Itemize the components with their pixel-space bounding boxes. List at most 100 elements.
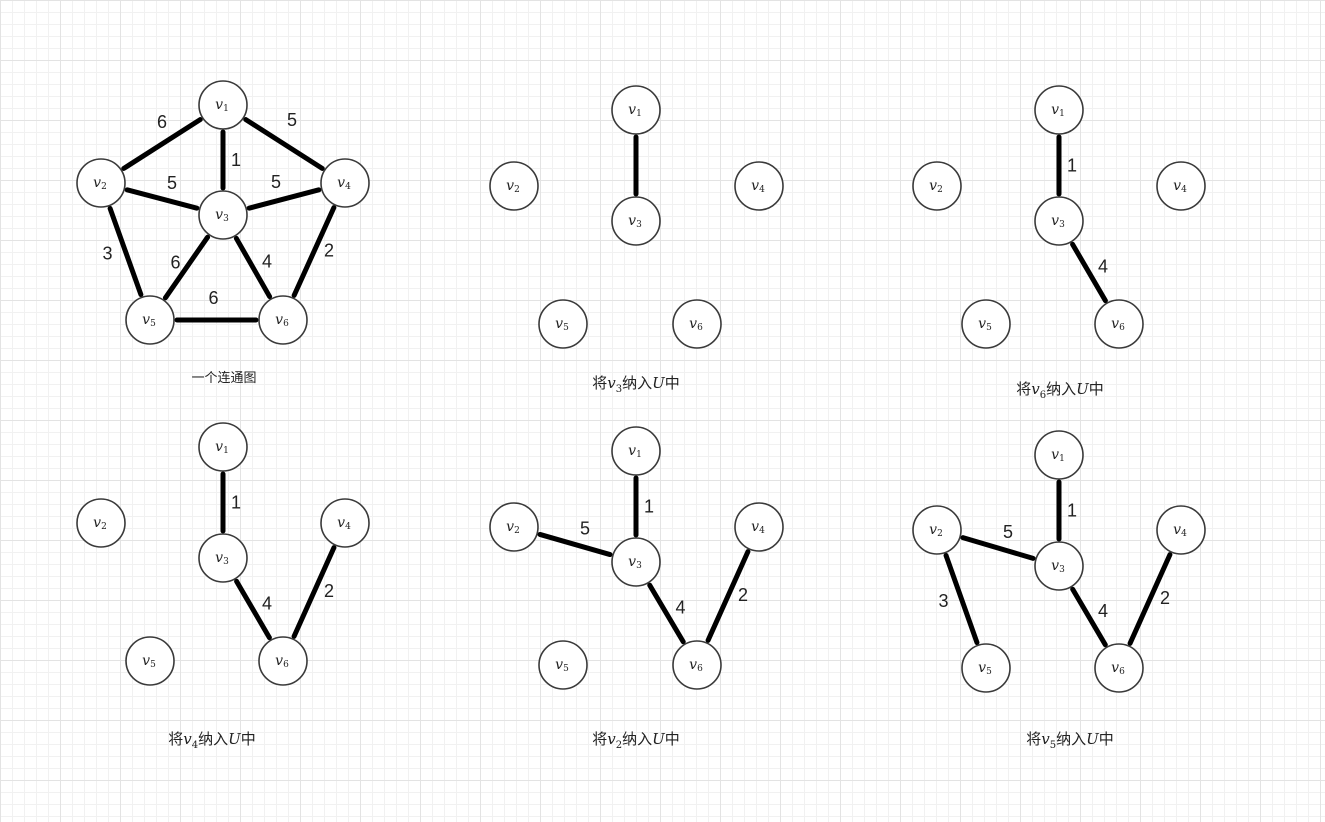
vertex-circle (198, 422, 248, 472)
caption-mid: 纳入 (1056, 730, 1087, 748)
vertex-v2: v2 (912, 505, 962, 555)
vertex-label: v4 (337, 515, 351, 532)
caption-suffix: 中 (1088, 380, 1104, 398)
edge-v1-v2 (121, 117, 203, 171)
vertex-circle (198, 533, 248, 583)
vertex-circle (734, 161, 784, 211)
vertex-v6: v6 (672, 640, 722, 690)
edge-weight-label: 5 (167, 173, 177, 193)
vertex-circle (76, 498, 126, 548)
edge-weight-label: 2 (324, 241, 334, 261)
edge-weight-label: 3 (938, 591, 948, 611)
caption-prefix: 将 (1016, 380, 1032, 398)
vertex-v5: v5 (125, 295, 175, 345)
caption-mid: 纳入 (622, 730, 653, 748)
edge-v3-v6 (1070, 586, 1108, 648)
caption-vertex: v5 (1041, 730, 1057, 751)
vertex-circle (1034, 196, 1084, 246)
vertex-label: v2 (929, 522, 943, 539)
vertex-circle (320, 498, 370, 548)
vertex-v3: v3 (1034, 541, 1084, 591)
vertex-label: v5 (978, 660, 992, 677)
vertex-label: v6 (275, 312, 289, 329)
edge-weight-label: 4 (1098, 257, 1108, 277)
vertex-v5: v5 (961, 299, 1011, 349)
edge-v4-v6 (1127, 552, 1173, 646)
edge-weight-label: 4 (1098, 601, 1108, 621)
edge-v3-v4 (246, 187, 322, 211)
caption-text: 一个连通图 (191, 371, 257, 386)
vertex-label: v4 (751, 178, 765, 195)
caption-suffix: 中 (1098, 730, 1114, 748)
vertex-v2: v2 (912, 161, 962, 211)
vertex-label: v4 (337, 175, 351, 192)
vertex-label: v2 (506, 519, 520, 536)
edge-v2-v3 (537, 531, 613, 558)
vertex-label: v3 (215, 207, 229, 224)
vertex-v3: v3 (1034, 196, 1084, 246)
vertex-v2: v2 (489, 161, 539, 211)
vertex-circle (734, 502, 784, 552)
vertex-v4: v4 (1156, 505, 1206, 555)
vertex-circle (538, 299, 588, 349)
vertex-label: v3 (1051, 213, 1065, 230)
vertex-label: v3 (215, 550, 229, 567)
vertex-label: v4 (751, 519, 765, 536)
vertex-label: v1 (1051, 447, 1065, 464)
caption-set: U (1086, 730, 1099, 748)
vertex-label: v6 (275, 653, 289, 670)
edge-weight-label: 3 (102, 244, 112, 264)
caption-set: U (228, 730, 241, 748)
caption-prefix: 将 (592, 730, 608, 748)
edge-weight-label: 4 (262, 594, 272, 614)
edge-weight-label: 6 (157, 112, 167, 132)
vertex-label: v3 (628, 213, 642, 230)
vertex-label: v5 (142, 312, 156, 329)
caption-vertex: v2 (607, 730, 623, 751)
vertex-label: v1 (628, 443, 642, 460)
caption-vertex: v3 (607, 374, 623, 395)
vertex-circle (1094, 643, 1144, 693)
vertex-v5: v5 (961, 643, 1011, 693)
vertex-v2: v2 (76, 498, 126, 548)
caption-mid: 纳入 (622, 374, 653, 392)
vertex-circle (489, 502, 539, 552)
caption-prefix: 将 (168, 730, 184, 748)
vertex-label: v1 (628, 102, 642, 119)
vertex-label: v5 (555, 657, 569, 674)
vertex-v5: v5 (538, 299, 588, 349)
vertex-label: v2 (93, 515, 107, 532)
vertex-circle (611, 426, 661, 476)
vertex-label: v2 (93, 175, 107, 192)
edge-weight-label: 4 (262, 252, 272, 272)
vertex-v2: v2 (489, 502, 539, 552)
caption-prefix: 将 (1026, 730, 1042, 748)
vertex-circle (672, 640, 722, 690)
vertex-circle (1034, 541, 1084, 591)
vertex-circle (961, 299, 1011, 349)
vertex-circle (611, 537, 661, 587)
vertex-circle (320, 158, 370, 208)
vertex-v4: v4 (1156, 161, 1206, 211)
vertex-label: v6 (1111, 660, 1125, 677)
edge-weight-label: 1 (1067, 156, 1077, 176)
vertex-circle (611, 196, 661, 246)
panel-caption-3: 将v4纳入U中 (168, 728, 256, 751)
vertex-circle (489, 161, 539, 211)
panel-caption-5: 将v5纳入U中 (1026, 728, 1114, 751)
edge-weight-label: 5 (580, 519, 590, 539)
vertex-v1: v1 (198, 422, 248, 472)
caption-mid: 纳入 (1046, 380, 1077, 398)
vertex-label: v5 (142, 653, 156, 670)
vertex-label: v3 (1051, 558, 1065, 575)
vertex-v3: v3 (611, 196, 661, 246)
edge-v3-v6 (234, 578, 272, 641)
vertex-label: v3 (628, 554, 642, 571)
edge-weight-label: 2 (738, 585, 748, 605)
edge-weight-label: 4 (675, 598, 685, 618)
vertex-label: v4 (1173, 522, 1187, 539)
edge-weight-label: 1 (231, 493, 241, 513)
panel-caption-1: 将v3纳入U中 (592, 372, 680, 395)
